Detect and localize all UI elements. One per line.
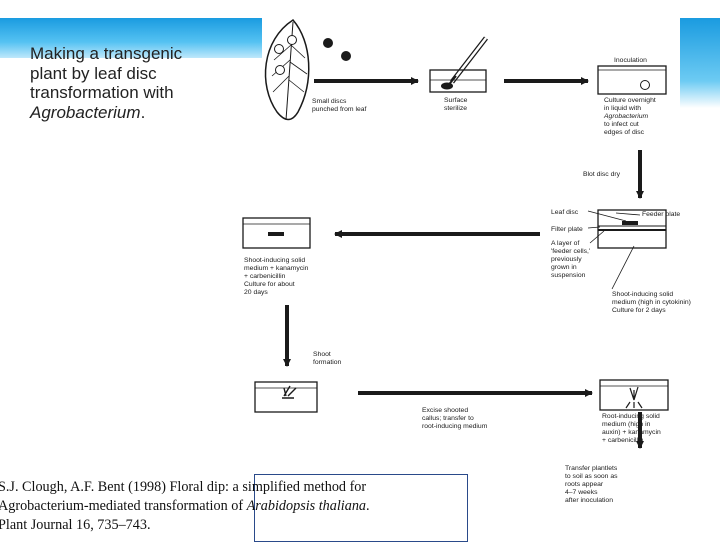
label-line: auxin) + kanamycin: [602, 429, 661, 436]
citation-prefix: Agrobacterium-mediated transformation of: [0, 498, 247, 514]
citation-box: [254, 474, 468, 542]
shoot-sprouts: [282, 385, 297, 399]
label-line: Shoot: [313, 351, 331, 358]
label-line: in liquid with: [604, 105, 641, 112]
label-line: Culture for 2 days: [612, 307, 666, 314]
label-line: medium (high in cytokinin): [612, 299, 691, 306]
header-accent-bar: [0, 18, 262, 58]
leader-shoot-medium: [611, 245, 635, 290]
label-line: Small discs: [312, 98, 347, 105]
label-line: 'feeder cells,': [551, 248, 590, 255]
label-line: 4–7 weeks: [565, 489, 598, 496]
slide-title: Making a transgenic plant by leaf disc t…: [30, 44, 245, 122]
label-feeder-layer: A layer of 'feeder cells,' previously gr…: [551, 240, 592, 279]
label-blot: Blot disc dry: [583, 171, 621, 178]
citation-species: Arabidopsis thaliana: [246, 498, 367, 514]
citation-line: Plant Journal 16, 735–743.: [0, 517, 151, 533]
leader-filter-plate: [587, 226, 601, 229]
inoculation-dish: [597, 65, 667, 95]
leaf-disc-on-plate: [622, 221, 638, 225]
label-line: A layer of: [551, 240, 579, 247]
citation-line: Agrobacterium-mediated transformation of…: [0, 497, 462, 516]
title-line: Agrobacterium.: [30, 103, 245, 123]
label-small-discs: Small discs punched from leaf: [312, 98, 367, 113]
label-line: Shoot-inducing solid: [244, 257, 305, 264]
label-line: roots appear: [565, 481, 604, 488]
label-line: Excise shooted: [422, 407, 468, 414]
label-line: punched from leaf: [312, 106, 367, 113]
label-line: Surface: [444, 97, 468, 104]
label-line: formation: [313, 359, 342, 366]
label-inoculation: Inoculation: [614, 57, 647, 64]
label-line: root-inducing medium: [422, 423, 488, 430]
label-surface: Surface sterilize: [444, 97, 469, 112]
title-period: .: [140, 102, 146, 122]
label-line: edges of disc: [604, 129, 645, 136]
label-line: + carbenicillin: [602, 437, 644, 444]
title-organism: Agrobacterium: [30, 102, 141, 122]
shoot-inducing-dish: [242, 217, 311, 249]
label-shoot-formation: Shoot formation: [313, 351, 342, 366]
root-inducing-dish: [599, 379, 669, 411]
label-line: callus; transfer to: [422, 415, 474, 422]
sterilize-dish: [429, 69, 487, 93]
label-line: Culture overnight: [604, 97, 656, 104]
label-line: medium (high in: [602, 421, 651, 428]
label-line: grown in: [551, 264, 577, 271]
forceps-illustration: [441, 36, 488, 90]
leaf-disc-dot: [341, 51, 351, 61]
label-transfer: Transfer plantlets to soil as soon as ro…: [565, 465, 619, 504]
leaf-disc-on-medium: [268, 232, 284, 236]
label-line: sterilize: [444, 105, 467, 112]
label-line: Shoot-inducing solid: [612, 291, 673, 298]
label-root-medium: Root-inducing solid medium (high in auxi…: [602, 413, 663, 444]
title-line: plant by leaf disc: [30, 63, 157, 83]
plantlet-roots: [625, 386, 643, 409]
label-line: Transfer plantlets: [565, 465, 618, 472]
label-line: 20 days: [244, 289, 268, 296]
label-leaf-disc: Leaf disc: [551, 209, 579, 216]
infected-disc: [640, 80, 650, 90]
corner-accent-bar: [680, 18, 720, 108]
label-line: medium + kanamycin: [244, 265, 309, 272]
citation-line: S.J. Clough, A.F. Bent (1998) Floral dip…: [0, 479, 367, 495]
leader-feeder-layer: [589, 230, 605, 244]
label-line: Root-inducing solid: [602, 413, 660, 420]
leader-leaf-disc: [587, 210, 627, 222]
label-line: Culture for about: [244, 281, 295, 288]
label-excise: Excise shooted callus; transfer to root-…: [422, 407, 488, 430]
citation-period: .: [366, 498, 370, 514]
leader-feeder-plate: [615, 212, 641, 216]
label-feeder-plate: Feeder plate: [642, 211, 680, 218]
citation-text: S.J. Clough, A.F. Bent (1998) Floral dip…: [0, 478, 462, 535]
label-line: + carbenicillin: [244, 273, 286, 280]
label-shoot-medium-left: Shoot-inducing solid medium + kanamycin …: [244, 257, 310, 296]
leaf-disc-dot: [323, 38, 333, 48]
shoot-formation-dish: [254, 381, 318, 413]
label-line: previously: [551, 256, 582, 263]
label-line: to infect cut: [604, 121, 639, 128]
title-line: Making a transgenic: [30, 44, 183, 63]
label-filter-plate: Filter plate: [551, 226, 583, 233]
label-line: Agrobacterium: [603, 113, 649, 120]
title-line: transformation with: [30, 83, 174, 102]
label-line: after inoculation: [565, 497, 613, 504]
leaf-illustration: [264, 19, 310, 121]
label-culture-overnight: Culture overnight in liquid with Agrobac…: [603, 97, 658, 136]
label-line: suspension: [551, 272, 586, 279]
label-shoot-medium-right: Shoot-inducing solid medium (high in cyt…: [612, 291, 693, 314]
label-line: to soil as soon as: [565, 473, 618, 480]
